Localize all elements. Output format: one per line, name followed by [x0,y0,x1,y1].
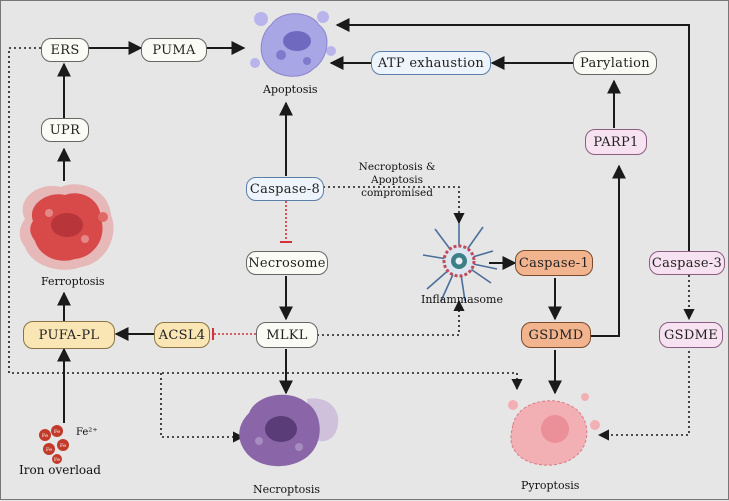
arrow-caspase3-to-apoptosis [335,18,690,251]
fe-badge-text: Fe [60,443,66,449]
note-compromised: Necroptosis & Apoptosis compromised [336,161,458,200]
node-caspase-8[interactable]: Caspase-8 [246,177,324,201]
label-pyroptosis: Pyroptosis [521,479,580,492]
dotted-necroptosis-to-cell [160,373,245,443]
dotted-mlkl-to-inflammasome [317,299,465,336]
apoptosis-cell-icon [250,11,336,77]
node-parp1[interactable]: PARP1 [585,129,647,155]
node-puma[interactable]: PUMA [141,38,207,62]
node-ers[interactable]: ERS [41,38,89,62]
node-necrosome[interactable]: Necrosome [246,251,328,275]
label-necroptosis: Necroptosis [253,483,321,496]
node-parylation[interactable]: Parylation [573,51,657,75]
ferroptosis-cell-icon [19,184,114,270]
label-inflammasome: Inflammasome [421,293,503,306]
node-gsdme[interactable]: GSDME [659,322,723,348]
label-ferroptosis: Ferroptosis [41,275,105,288]
label-apoptosis: Apoptosis [263,83,318,96]
necroptosis-cell-icon [239,394,339,467]
note-compromised-line2: compromised [361,187,433,199]
fe-badge-text: Fe [54,457,60,463]
note-compromised-line1: Necroptosis & Apoptosis [358,161,436,186]
node-caspase-3[interactable]: Caspase-3 [649,251,725,275]
node-caspase-1[interactable]: Caspase-1 [515,250,593,276]
inflammasome-icon [422,223,498,302]
fe-badge-text: Fe [54,429,60,435]
label-iron-overload: Iron overload [19,463,101,477]
arrow-gsdmd-to-parp1 [591,164,626,337]
fe-ion-label: Fe²⁺ [76,427,98,438]
node-pufa-pl[interactable]: PUFA-PL [23,321,115,349]
fe-badge-text: Fe [46,447,52,453]
node-mlkl[interactable]: MLKL [256,322,318,348]
node-gsdmd[interactable]: GSDMD [521,322,591,348]
node-upr[interactable]: UPR [41,118,89,142]
dotted-ers-to-pyroptosis [8,47,523,391]
dotted-gsdme-to-pyroptosis [597,351,690,441]
node-atp-exhaustion[interactable]: ATP exhaustion [371,51,491,75]
dotted-caspase8-to-inflammasome [323,186,465,225]
fe-badge-text: Fe [42,433,48,439]
pyroptosis-cell-icon [508,393,600,466]
node-acsl4[interactable]: ACSL4 [154,322,210,348]
